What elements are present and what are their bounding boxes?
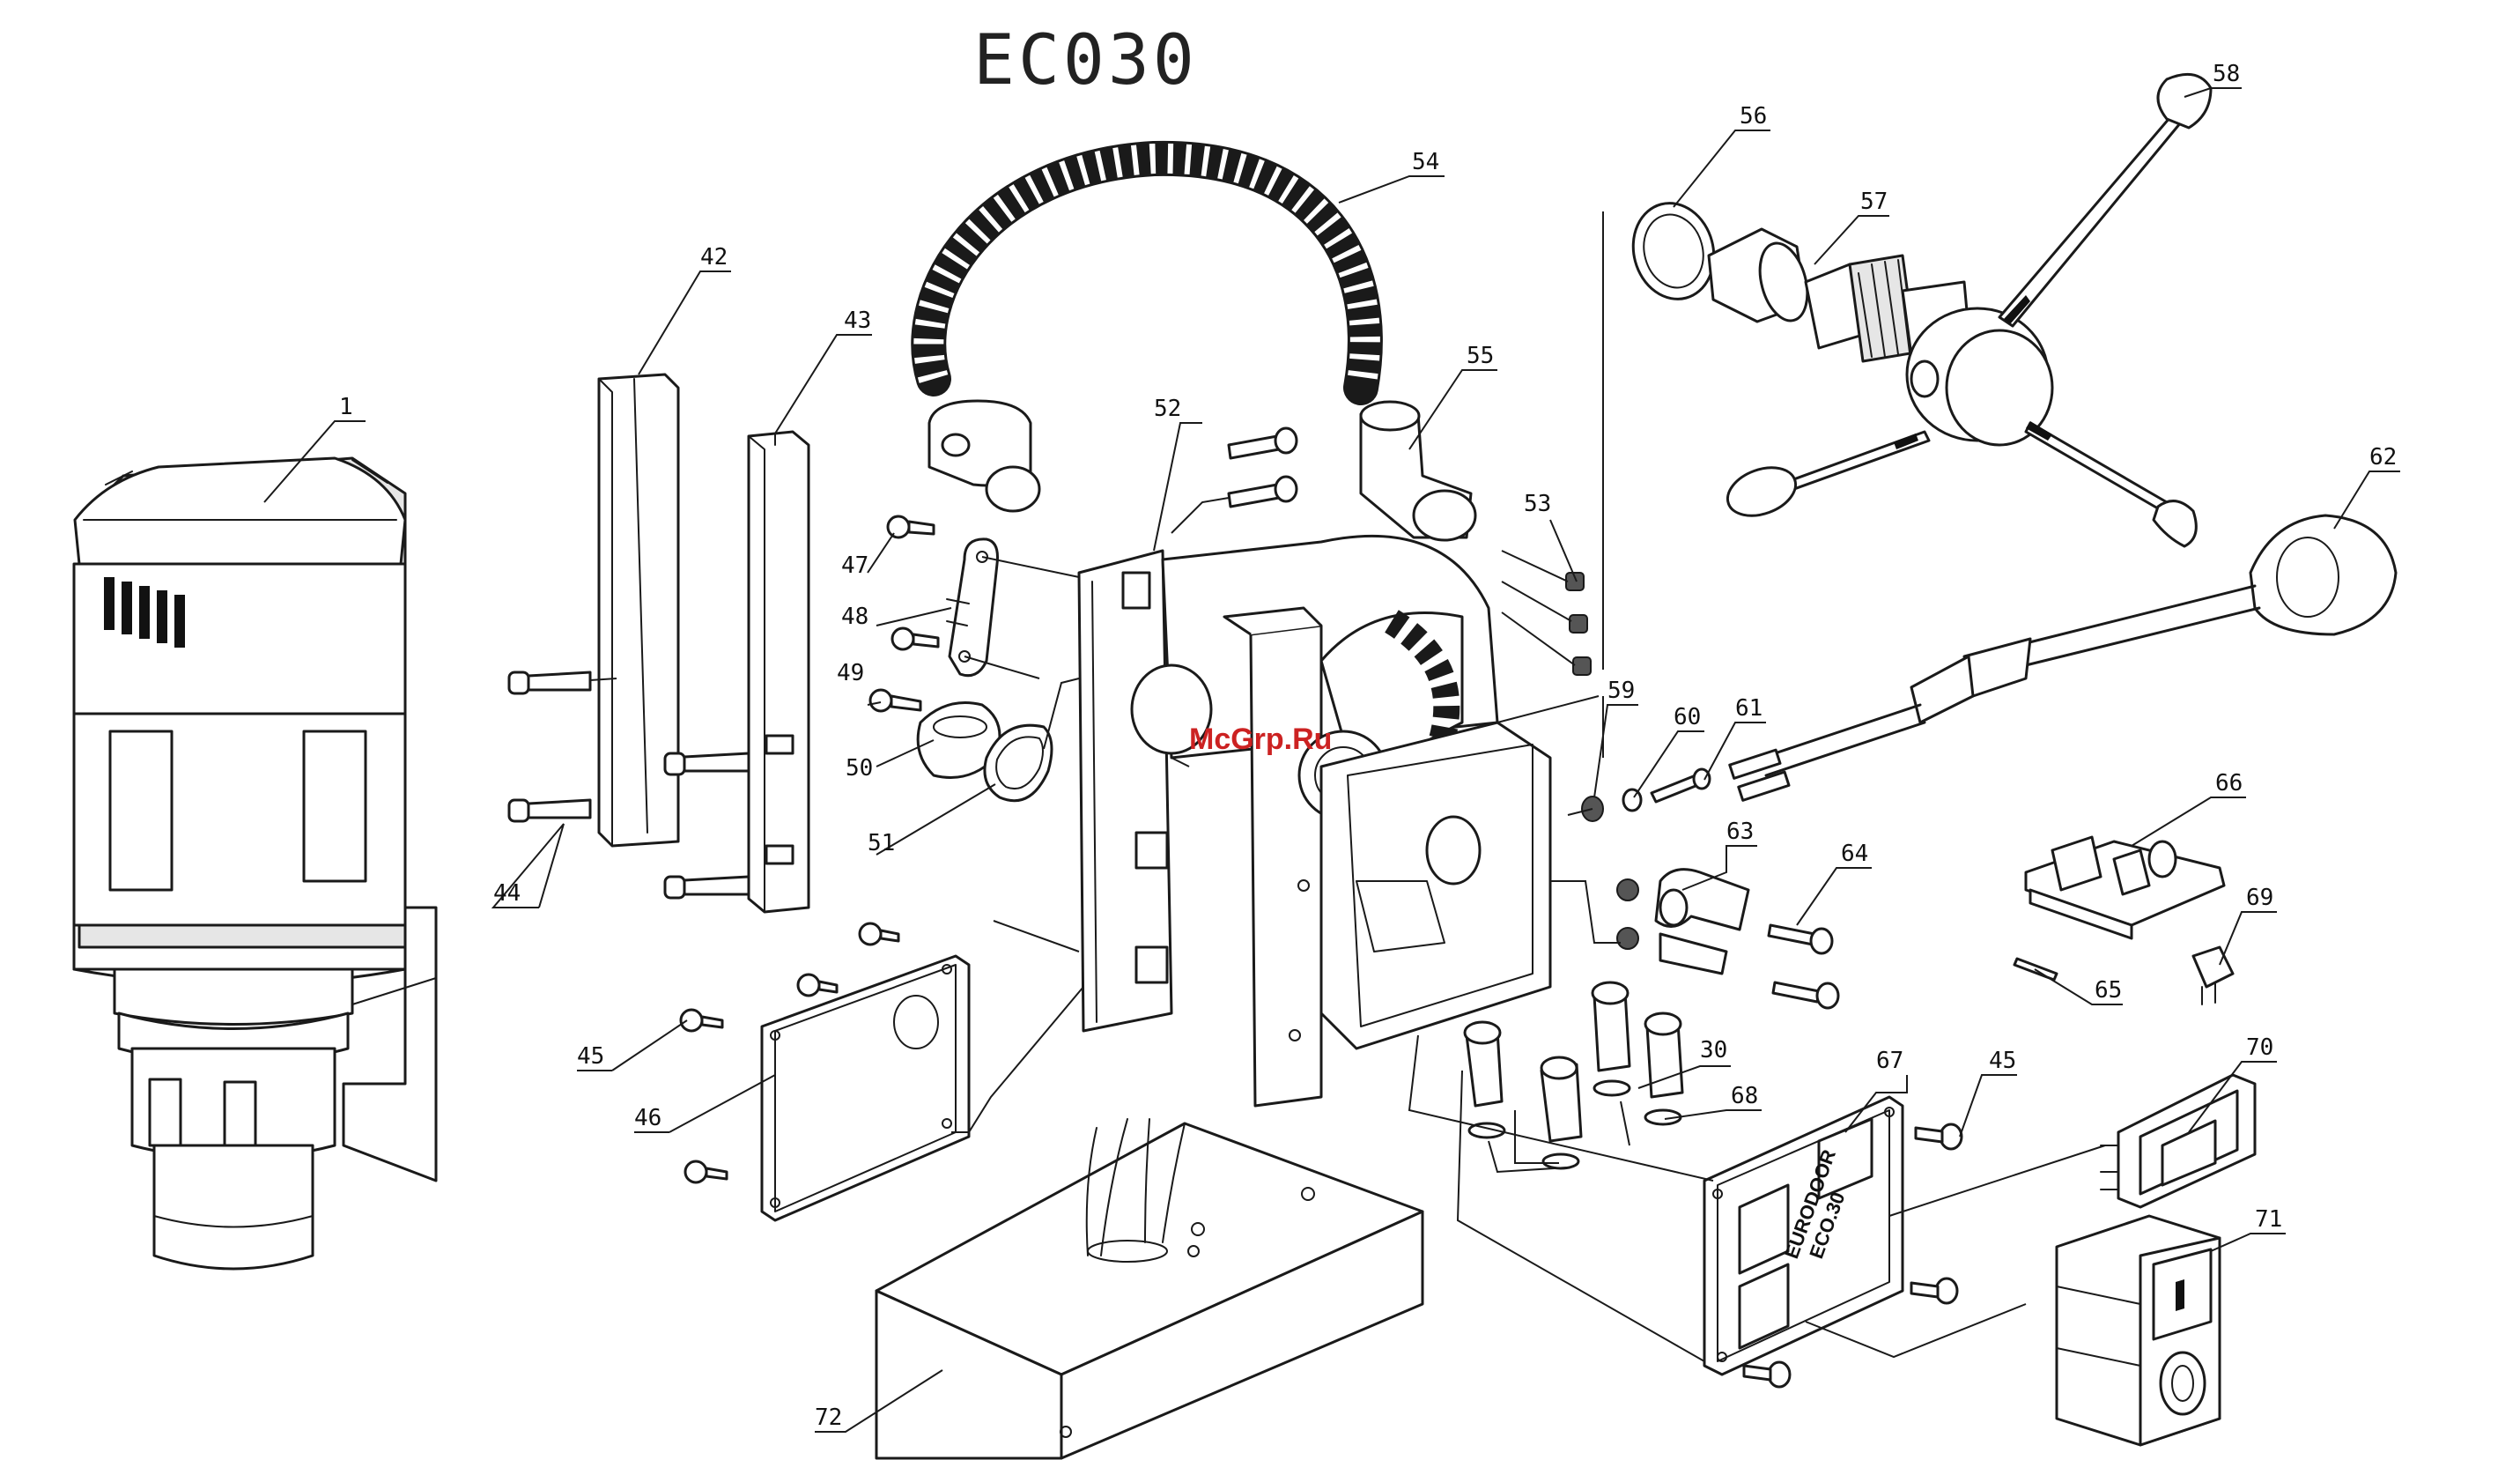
diagram-title: EC030 xyxy=(973,21,1198,100)
callout-50: 50 xyxy=(846,755,873,782)
callout-45a: 45 xyxy=(577,1043,604,1070)
callout-48: 48 xyxy=(841,604,868,630)
callout-71: 71 xyxy=(2255,1206,2282,1233)
callout-61: 61 xyxy=(1735,695,1763,722)
part-screws-53 xyxy=(1502,551,1591,675)
callout-47: 47 xyxy=(841,552,868,579)
callout-46: 46 xyxy=(634,1105,661,1131)
part-power-cable-62 xyxy=(1730,515,2396,800)
part-switch-panel-67: EURODOOR ECO.30 xyxy=(1704,1097,1903,1375)
part-screw-47 xyxy=(888,516,938,649)
part-screws-64 xyxy=(1769,925,1838,1008)
callout-56: 56 xyxy=(1740,103,1767,130)
callout-45b: 45 xyxy=(1989,1048,2016,1074)
callout-54: 54 xyxy=(1412,149,1439,175)
part-main-frame-52 xyxy=(1079,536,1550,1106)
watermark-text: McGrp.Ru xyxy=(1189,723,1332,756)
callout-53: 53 xyxy=(1524,491,1551,517)
part-component-69 xyxy=(2193,947,2233,1004)
part-main-switch-71 xyxy=(2057,1216,2220,1445)
part-nut-60 xyxy=(1623,789,1641,811)
callout-43: 43 xyxy=(844,308,871,334)
callout-1: 1 xyxy=(339,394,353,420)
callout-60: 60 xyxy=(1674,704,1701,730)
part-box-72 xyxy=(876,1119,1423,1458)
part-plate-48 xyxy=(947,539,998,676)
callout-69: 69 xyxy=(2246,885,2273,911)
callout-30: 30 xyxy=(1700,1037,1727,1064)
part-screw-49 xyxy=(870,690,920,711)
callout-66: 66 xyxy=(2215,770,2243,797)
callout-72: 72 xyxy=(815,1404,842,1431)
callout-58: 58 xyxy=(2213,61,2240,87)
part-elbow-fitting-55 xyxy=(1361,402,1475,540)
callout-44: 44 xyxy=(493,880,521,907)
part-rocker-switch-70 xyxy=(2101,1075,2255,1207)
callout-68: 68 xyxy=(1731,1083,1758,1109)
part-frame-top-screws xyxy=(1229,428,1297,507)
callout-55: 55 xyxy=(1467,343,1494,369)
part-circuit-board-66 xyxy=(2026,837,2224,938)
part-clamp-63 xyxy=(1617,870,1748,974)
callout-64: 64 xyxy=(1841,841,1868,867)
part-hose-fitting-left xyxy=(929,401,1039,511)
part-motor xyxy=(74,458,436,1269)
callout-52: 52 xyxy=(1154,396,1181,422)
part-rail-43 xyxy=(749,432,809,912)
callout-65: 65 xyxy=(2095,977,2122,1004)
callout-51: 51 xyxy=(868,830,895,856)
part-cover-plate-46 xyxy=(762,956,969,1220)
part-coil-hose-54 xyxy=(928,159,1365,388)
callout-42: 42 xyxy=(700,244,728,271)
callout-57: 57 xyxy=(1860,189,1888,215)
part-o-ring-56 xyxy=(1622,194,1724,308)
callout-62: 62 xyxy=(2369,444,2397,471)
callout-70: 70 xyxy=(2246,1034,2273,1061)
callout-63: 63 xyxy=(1726,819,1754,845)
callout-67: 67 xyxy=(1876,1048,1903,1074)
callout-49: 49 xyxy=(837,660,864,686)
part-screw-61 xyxy=(1652,769,1710,802)
part-guide-rail-42 xyxy=(599,374,678,846)
callout-59: 59 xyxy=(1607,678,1635,704)
